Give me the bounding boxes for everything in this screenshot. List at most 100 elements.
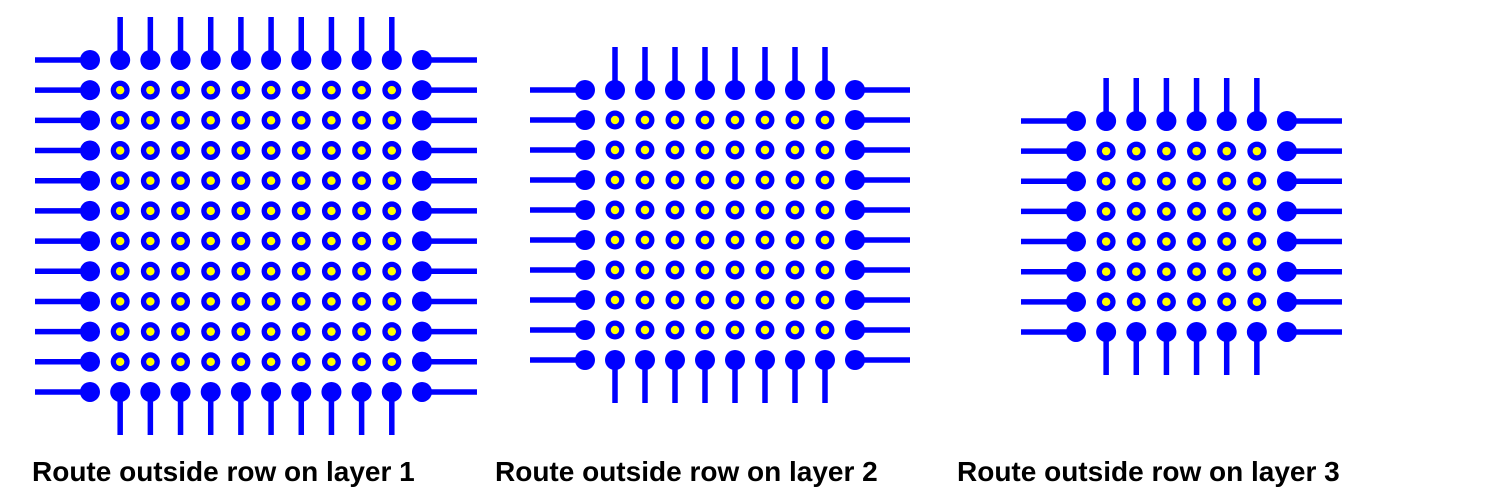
solder-pad <box>575 320 595 340</box>
solder-pad <box>1066 171 1086 192</box>
solder-pad <box>411 200 432 221</box>
via-hole <box>387 297 396 306</box>
via-hole <box>266 206 276 216</box>
solder-pad <box>1276 111 1297 131</box>
via-hole <box>327 85 336 95</box>
solder-pad <box>230 381 251 402</box>
via-hole <box>266 146 276 155</box>
solder-pad <box>1066 291 1086 312</box>
via-hole <box>700 325 710 335</box>
solder-pad <box>1126 321 1147 342</box>
solder-pad <box>575 110 595 130</box>
via-hole <box>327 267 336 276</box>
solder-pad <box>1246 321 1267 342</box>
via-hole <box>146 236 155 246</box>
solder-pad <box>170 50 191 70</box>
solder-pad <box>1186 111 1207 131</box>
solder-pad <box>1066 261 1086 282</box>
via-hole <box>357 297 366 306</box>
solder-pad <box>1276 231 1297 252</box>
via-hole <box>176 85 185 95</box>
caption-layer-1: Route outside row on layer 1 <box>32 456 415 487</box>
via-hole <box>176 236 185 246</box>
via-hole <box>670 145 680 155</box>
solder-pad <box>1276 201 1297 222</box>
solder-pad <box>635 80 655 100</box>
solder-pad <box>845 80 865 100</box>
via-hole <box>327 327 336 336</box>
solder-pad <box>845 260 865 280</box>
via-hole <box>297 146 306 155</box>
via-hole <box>387 85 396 95</box>
via-hole <box>1162 237 1171 246</box>
solder-pad <box>845 230 865 250</box>
solder-pad <box>1156 111 1177 131</box>
via-hole <box>1101 297 1111 307</box>
solder-pad <box>845 290 865 310</box>
solder-pad <box>411 140 432 161</box>
solder-pad <box>575 80 595 100</box>
via-hole <box>357 267 366 276</box>
via-hole <box>297 116 306 125</box>
via-hole <box>790 295 800 305</box>
solder-pad <box>1276 291 1297 312</box>
panel-layer-1 <box>35 17 477 435</box>
solder-pad <box>1066 201 1086 222</box>
via-hole <box>236 236 246 246</box>
via-hole <box>236 85 246 95</box>
via-hole <box>115 357 125 366</box>
solder-pad <box>665 350 685 370</box>
solder-pad <box>1276 141 1297 162</box>
solder-pad <box>1066 321 1086 342</box>
via-hole <box>357 357 366 366</box>
via-hole <box>1132 297 1141 307</box>
via-hole <box>266 357 276 366</box>
via-hole <box>1101 207 1111 216</box>
via-hole <box>146 267 155 276</box>
via-hole <box>1252 237 1262 246</box>
solder-pad <box>785 350 805 370</box>
solder-pad <box>1066 231 1086 252</box>
via-hole <box>1252 146 1262 156</box>
via-hole <box>610 205 620 215</box>
via-hole <box>176 206 185 216</box>
via-hole <box>357 116 366 125</box>
via-hole <box>1192 207 1201 216</box>
solder-pad <box>411 110 432 131</box>
solder-pad <box>230 50 251 70</box>
via-hole <box>610 235 620 245</box>
via-hole <box>1252 177 1262 186</box>
solder-pad <box>140 381 161 402</box>
via-hole <box>610 175 620 185</box>
via-hole <box>1192 146 1201 156</box>
via-hole <box>1192 267 1201 276</box>
via-hole <box>1252 297 1262 307</box>
via-hole <box>640 325 650 335</box>
via-hole <box>115 85 125 95</box>
via-hole <box>1162 207 1171 216</box>
solder-pad <box>411 170 432 191</box>
solder-pad <box>635 350 655 370</box>
solder-pad <box>291 50 312 70</box>
via-hole <box>1132 267 1141 276</box>
solder-pad <box>80 50 100 70</box>
solder-pad <box>261 381 282 402</box>
via-hole <box>670 175 680 185</box>
solder-pad <box>411 291 432 312</box>
via-hole <box>387 176 396 185</box>
via-hole <box>1132 237 1141 246</box>
solder-pad <box>725 350 745 370</box>
via-hole <box>146 327 155 336</box>
solder-pad <box>845 350 865 370</box>
via-hole <box>730 265 740 275</box>
via-hole <box>297 297 306 306</box>
via-hole <box>730 295 740 305</box>
solder-pad <box>411 261 432 282</box>
via-hole <box>146 116 155 125</box>
via-hole <box>327 297 336 306</box>
via-hole <box>236 357 246 366</box>
solder-pad <box>605 80 625 100</box>
via-hole <box>146 297 155 306</box>
via-hole <box>1132 207 1141 216</box>
via-hole <box>820 175 830 185</box>
